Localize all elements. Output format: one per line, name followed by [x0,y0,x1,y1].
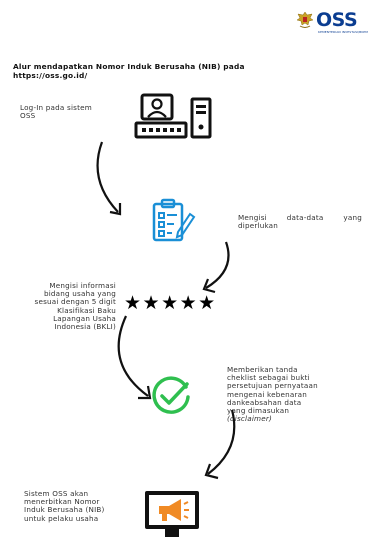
oss-logo: OSS [316,9,358,31]
step-5-line-2: menerbitkan Nomor [24,497,100,507]
step-3-line-2: bidang usaha yang [43,289,116,299]
step-4-line-1: Memberikan tanda [227,365,298,374]
step-4-line-4: mengenai kebenaran [227,389,307,399]
step-3-line-1: Mengisi informasi [49,281,116,290]
step-5-text: Sistem OSS akan menerbitkan Nomor Induk … [24,489,134,523]
page-title: Alur mendapatkan Nomor Induk Berusaha (N… [13,62,313,80]
step-2-word-2: data-data [286,213,324,222]
checkmark-circle-icon [150,375,192,417]
step-1-line-1: Log-In pada sistem [20,103,92,112]
flow-arrow-1 [90,140,130,220]
flow-arrow-2 [196,240,236,296]
step-3-line-5: Lapangan Usaha [53,313,116,323]
flow-arrow-4 [198,408,242,482]
step-2-text: Mengisi data-data yang diperlukan [238,213,362,231]
step-4-line-5: dankeabsahan data [227,397,302,407]
title-url: https://oss.go.id/ [13,71,88,80]
step-4-disclaimer: (disclaimer) [227,414,273,424]
step-2-word-3: yang [343,213,362,222]
garuda-emblem-icon [296,10,314,30]
clipboard-form-icon [150,198,196,244]
step-4-line-3: persetujuan pernyataan [227,381,318,391]
step-5-line-4: untuk pelaku usaha [24,513,99,523]
step-3-text: Mengisi informasi bidang usaha yang sesu… [10,281,116,332]
step-2-word-1: Mengisi [238,213,267,222]
monitor-megaphone-icon [143,489,201,537]
step-4-line-6: yang dimasukan [227,406,290,416]
five-stars-icon: ★★★★★ [124,292,217,314]
flow-arrow-3 [108,314,158,404]
step-2-line-2: diperlukan [238,221,279,231]
step-1-text: Log-In pada sistem OSS [20,103,130,121]
step-5-line-1: Sistem OSS akan [24,489,89,498]
title-line-1: Alur mendapatkan Nomor Induk Berusaha (N… [13,62,245,71]
step-1-line-2: OSS [20,111,36,121]
oss-logo-subtext: KEMENTERIAN INVESTASI/BKPM [318,30,368,34]
computer-user-icon [134,93,214,143]
step-3-line-4: Klasifikasi Baku [57,305,116,315]
step-5-line-3: Induk Berusaha (NIB) [24,505,105,515]
step-3-line-3: sesuai dengan 5 digit [34,297,116,307]
step-2-line-1: Mengisi data-data yang [238,213,362,222]
step-3-line-6: Indonesia (BKLI) [54,322,116,332]
step-4-text: Memberikan tanda cheklist sebagai bukti … [227,365,357,424]
step-4-line-2: cheklist sebagai bukti [227,373,310,383]
